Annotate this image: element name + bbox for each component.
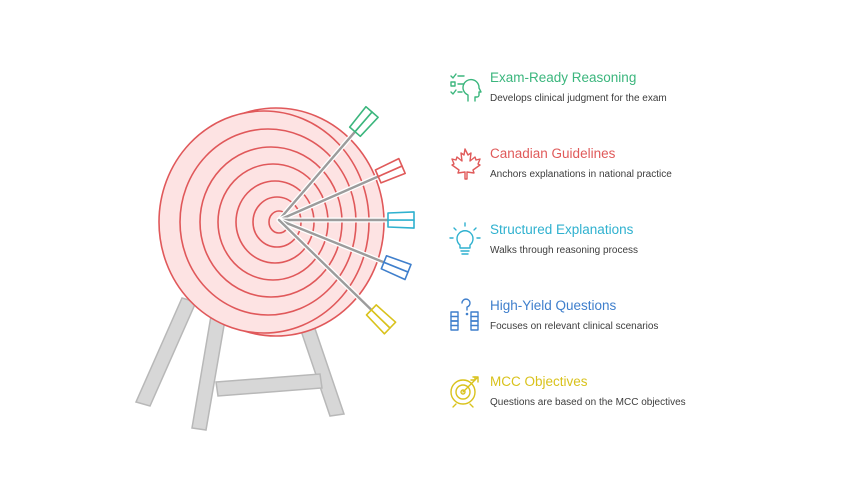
- feature-title: High-Yield Questions: [490, 298, 617, 313]
- feature-description: Walks through reasoning process: [490, 245, 639, 256]
- arrow-1: [276, 105, 379, 223]
- feature-title: Structured Explanations: [490, 222, 634, 237]
- feature-title: MCC Objectives: [490, 374, 588, 389]
- target-board: [158, 107, 385, 337]
- feature-title: Canadian Guidelines: [490, 146, 616, 161]
- maple-leaf-icon: [451, 148, 481, 180]
- checklist-head-icon: [450, 73, 482, 102]
- stand-leg-left: [134, 297, 198, 407]
- arrows-layer: [276, 105, 415, 335]
- question-blocks-icon: [450, 298, 479, 331]
- feature-title: Exam-Ready Reasoning: [490, 70, 637, 85]
- stand-crossbar: [215, 373, 323, 397]
- feature-description: Anchors explanations in national practic…: [490, 169, 672, 180]
- feature-description: Questions are based on the MCC objective…: [490, 397, 686, 408]
- arrow-5: [276, 217, 397, 335]
- feature-description: Develops clinical judgment for the exam: [490, 93, 667, 104]
- stand-leg-front: [191, 309, 227, 431]
- feature-high-yield-questions: High-Yield Questions Focuses on relevant…: [448, 298, 828, 344]
- arrow-3: [276, 211, 415, 229]
- feature-description: Focuses on relevant clinical scenarios: [490, 321, 659, 332]
- lightbulb-icon: [449, 222, 481, 255]
- feature-mcc-objectives: MCC Objectives Questions are based on th…: [448, 374, 828, 420]
- target-arrow-icon: [450, 376, 479, 408]
- arrow-2: [276, 157, 407, 223]
- feature-exam-ready-reasoning: Exam-Ready Reasoning Develops clinical j…: [448, 70, 828, 116]
- arrow-4: [276, 217, 412, 281]
- feature-canadian-guidelines: Canadian Guidelines Anchors explanations…: [448, 146, 828, 192]
- feature-structured-explanations: Structured Explanations Walks through re…: [448, 222, 828, 268]
